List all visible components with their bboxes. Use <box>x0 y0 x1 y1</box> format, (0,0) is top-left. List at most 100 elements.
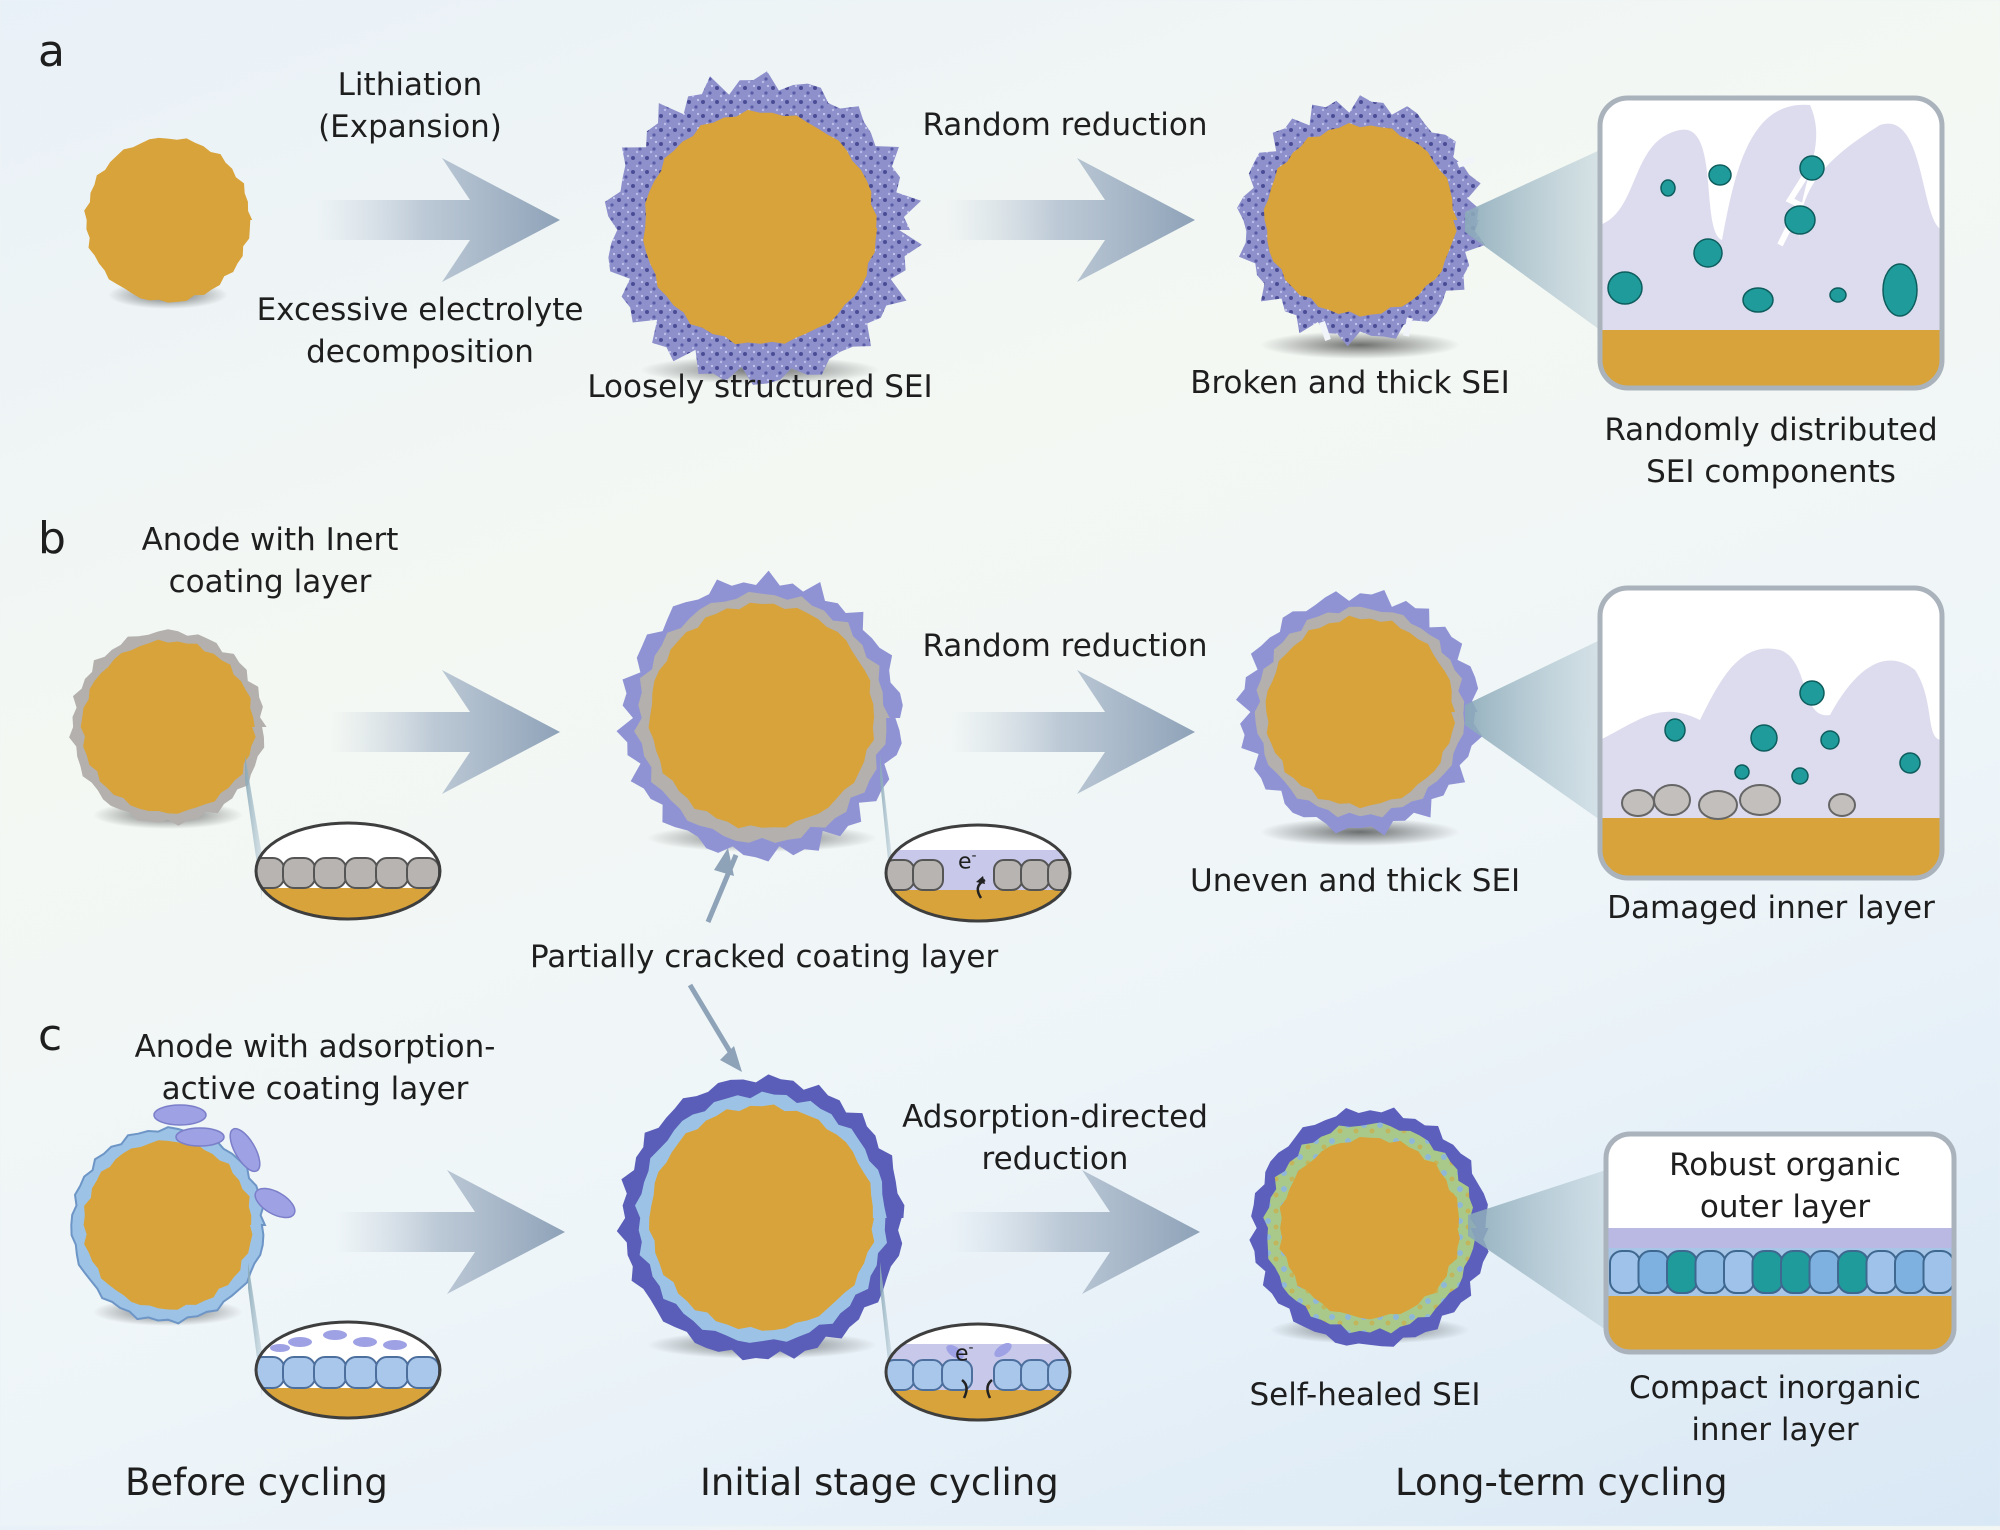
arrow-b2 <box>950 670 1195 794</box>
panel-letter-a: a <box>38 26 65 77</box>
anode-core-a2 <box>643 109 878 345</box>
anode-core <box>84 137 253 303</box>
inset-teal-particle-3 <box>1820 730 1840 750</box>
label-inner-layer: inner layer <box>1691 1412 1859 1448</box>
inset-anode-layer <box>1600 818 1942 878</box>
label-sei-components: SEI components <box>1646 454 1896 490</box>
label-reduction: reduction <box>981 1141 1129 1177</box>
panel-letter-c: c <box>38 1010 63 1061</box>
oval-adsorbate-0 <box>288 1337 312 1347</box>
inset-gray-grain-2 <box>1698 790 1738 820</box>
inset-inorganic-grain-9 <box>1865 1250 1898 1294</box>
oval-coating-grain <box>282 1356 316 1389</box>
oval-coating-grain <box>313 857 347 889</box>
inset-c-clip <box>1606 1228 1954 1352</box>
inset-teal-particle-3 <box>1784 205 1816 235</box>
particle-shadow <box>1260 818 1460 846</box>
inset-anode-layer <box>1606 1296 1954 1352</box>
label-lithiation: Lithiation <box>337 67 483 103</box>
pointer-down-line <box>687 983 738 1062</box>
arrow-c1 <box>335 1170 565 1294</box>
oval-anode <box>256 1388 440 1418</box>
label-decomposition: decomposition <box>306 334 534 370</box>
label-random-reduction-a: Random reduction <box>922 107 1208 143</box>
sei-cracks <box>1319 156 1476 341</box>
oval-anode <box>886 1390 1070 1420</box>
inset-teal-particle-4 <box>1693 238 1723 268</box>
label-excessive-electrolyte: Excessive electrolyte <box>256 292 584 328</box>
oval-anode <box>256 888 440 919</box>
oval-coating-grain <box>282 857 316 889</box>
oval-adsorbate-1 <box>994 1342 1012 1358</box>
anode-core-c1 <box>83 1140 253 1310</box>
inset-teal-particle-0 <box>1799 680 1825 706</box>
anode-core-c2 <box>649 1104 875 1331</box>
inset-gray-grain-4 <box>1828 793 1856 817</box>
inset-teal-particle-4 <box>1899 752 1921 774</box>
inset-b-clip <box>1600 648 1942 878</box>
stage-label-before: Before cycling <box>125 1461 388 1504</box>
oval-coating-grain <box>993 859 1023 891</box>
inset-inorganic-grain-11 <box>1922 1250 1954 1294</box>
stage-label-long-term: Long-term cycling <box>1395 1461 1728 1504</box>
inset-frame <box>1597 585 1945 881</box>
electron-label-c: e- <box>955 1340 974 1367</box>
oval-adsorbate-1 <box>323 1330 347 1340</box>
inset-teal-particle-0 <box>1660 179 1676 197</box>
oval-inset-b1 <box>254 821 442 921</box>
label-robust-organic: Robust organic <box>1669 1147 1901 1183</box>
adsorbate-molecule-2 <box>229 1127 261 1173</box>
label-loosely-structured-sei: Loosely structured SEI <box>587 369 933 405</box>
zoom-cone-b3 <box>1465 640 1600 820</box>
inset-teal-particle-7 <box>1829 287 1847 303</box>
inset-inorganic-grain-8 <box>1837 1250 1869 1294</box>
label-self-healed-sei: Self-healed SEI <box>1249 1377 1481 1413</box>
oval-coating-grain <box>406 857 440 889</box>
oval-coating-grain <box>375 1356 409 1389</box>
oval-inset-c1 <box>254 1320 442 1420</box>
anode-core-b2 <box>648 602 875 829</box>
inset-frame <box>1603 1131 1957 1355</box>
oval-coating-grain <box>344 1356 378 1389</box>
oval-coating-grain <box>344 857 378 889</box>
oval-coating-grain <box>1047 1359 1070 1391</box>
inset-inorganic-grain-3 <box>1694 1250 1727 1294</box>
label-uneven-thick-sei: Uneven and thick SEI <box>1190 863 1521 899</box>
oval-coating-grain <box>912 1359 944 1391</box>
oval-coating-grain <box>375 857 409 889</box>
oval-frame <box>884 1322 1072 1422</box>
oval-coating-grain <box>406 1356 440 1389</box>
label-randomly-distributed: Randomly distributed <box>1604 412 1938 448</box>
inset-teal-particle-5 <box>1734 764 1750 780</box>
inset-b <box>1597 585 1945 881</box>
adsorbate-molecule-1 <box>175 1127 225 1147</box>
inset-teal-particle-1 <box>1708 164 1732 186</box>
inset-teal-particle-2 <box>1664 718 1686 742</box>
oval-frame <box>254 1320 442 1420</box>
pointer-down-head <box>720 1046 742 1072</box>
label-anode-adsorption: Anode with adsorption- <box>134 1029 496 1065</box>
oval-frame <box>254 821 442 921</box>
particle-shadow <box>1260 331 1460 359</box>
zoom-cone-c3 <box>1468 1170 1606 1330</box>
oval-adsorbate-4 <box>270 1344 290 1352</box>
inset-teal-particle-6 <box>1791 767 1809 785</box>
inset-c <box>1603 1131 1957 1355</box>
oval-adsorbate-0 <box>946 1344 964 1360</box>
oval-adsorbate-2 <box>353 1337 377 1347</box>
electron-paths <box>961 1379 993 1399</box>
arrow-c2 <box>950 1170 1200 1294</box>
label-compact-inorganic: Compact inorganic <box>1629 1370 1921 1406</box>
label-outer-layer: outer layer <box>1699 1189 1871 1225</box>
pointer-up-head <box>714 848 734 876</box>
inset-inorganic-grain-4 <box>1723 1250 1755 1294</box>
anode-particle-a1 <box>84 135 255 305</box>
oval-inset-c2 <box>884 1322 1072 1422</box>
adsorbate-molecule-3 <box>254 1187 296 1219</box>
label-anode-inert: Anode with Inert <box>141 522 399 558</box>
inset-a <box>1597 95 1945 391</box>
label-damaged-inner-layer: Damaged inner layer <box>1607 890 1935 926</box>
inset-frame <box>1597 95 1945 391</box>
adsorbate-molecule-0 <box>153 1104 207 1126</box>
